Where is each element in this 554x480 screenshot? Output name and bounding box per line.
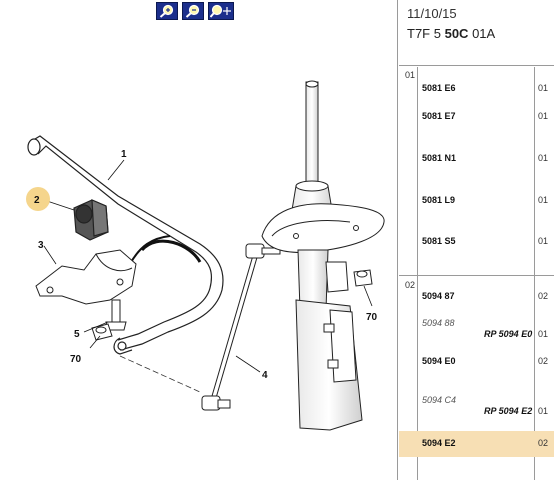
callout-4[interactable]: 4: [262, 370, 268, 381]
catalog-date: 11/10/15: [407, 6, 457, 21]
zoom-toolbar: [156, 2, 234, 22]
table-row[interactable]: 5081 N1 01: [399, 149, 554, 169]
code-prefix: T7F 5: [407, 26, 441, 41]
table-row[interactable]: 5094 87 02: [399, 287, 554, 307]
part-ref: 5081 N1: [422, 153, 457, 163]
magnifier-plus-icon: [159, 4, 174, 18]
table-row[interactable]: RP 5094 E2 01: [399, 402, 554, 422]
parts-table: 01 5081 E6 01 5081 E7 01 5081 N1 01 5081…: [399, 67, 554, 480]
bushing: [73, 199, 109, 241]
diagram-pane: 1 2 3 5 70 4 70: [26, 0, 398, 480]
callout-2[interactable]: 2: [34, 195, 40, 206]
bar-bend-mark: [140, 239, 202, 263]
part-qty: 01: [538, 83, 549, 93]
part-ref: 5094 C4: [422, 395, 457, 405]
replacement-ref: RP 5094 E2: [484, 406, 533, 416]
column-divider-right: [534, 67, 535, 480]
table-row[interactable]: 5094 88: [399, 314, 554, 334]
parts-diagram: 1 2 3 5 70 4 70: [26, 80, 385, 431]
callout-5[interactable]: 5: [74, 329, 80, 340]
part-ref: 5094 E2: [422, 438, 456, 448]
part-qty: 01: [538, 153, 549, 163]
anti-roll-bar: [27, 135, 224, 355]
mounting-bracket: [35, 249, 137, 305]
table-row[interactable]: 5081 E6 01: [399, 79, 554, 99]
table-row[interactable]: 5081 L9 01: [399, 191, 554, 211]
part-qty: 01: [538, 329, 549, 339]
group-divider: [399, 275, 554, 276]
part-qty: 02: [538, 356, 549, 366]
strut-assembly: [261, 80, 385, 431]
part-qty: 01: [538, 236, 549, 246]
info-header: 11/10/15 T7F 5 50C 01A: [399, 0, 554, 66]
group-header-02: 02: [399, 277, 554, 297]
part-ref: 5094 88: [422, 318, 455, 328]
part-ref: 5081 E6: [422, 83, 456, 93]
part-ref: 5094 E0: [422, 356, 456, 366]
part-ref: 5094 87: [422, 291, 455, 301]
parts-info-pane: 11/10/15 T7F 5 50C 01A 01 5081 E6 01 508…: [399, 0, 554, 480]
table-row[interactable]: RP 5094 E0 01: [399, 325, 554, 345]
table-row-selected[interactable]: 5094 E2 02: [399, 431, 554, 457]
group-header-01: 01: [399, 67, 554, 87]
callout-70-left[interactable]: 70: [70, 354, 82, 365]
column-divider-left: [417, 67, 418, 480]
zoom-in-button[interactable]: [156, 2, 178, 20]
part-qty: 01: [538, 195, 549, 205]
part-qty: 02: [538, 438, 549, 448]
part-qty: 02: [538, 291, 549, 301]
table-row[interactable]: 5094 C4: [399, 391, 554, 411]
zoom-move-button[interactable]: [208, 2, 234, 20]
code-suffix: 01A: [472, 26, 496, 41]
magnifier-move-icon: [210, 4, 231, 18]
callout-3[interactable]: 3: [38, 240, 44, 251]
nut-right: [353, 269, 373, 287]
group-id: 01: [405, 70, 416, 80]
table-row[interactable]: 5081 S5 01: [399, 232, 554, 252]
code-bold: 50C: [444, 26, 469, 41]
part-qty: 01: [538, 406, 549, 416]
part-ref: 5081 L9: [422, 195, 456, 205]
table-row[interactable]: 5081 E7 01: [399, 107, 554, 127]
callout-2-highlight: [26, 187, 50, 211]
part-ref: 5081 E7: [422, 111, 456, 121]
zoom-out-button[interactable]: [182, 2, 204, 20]
part-ref: 5081 S5: [422, 236, 456, 246]
callout-70-right[interactable]: 70: [366, 312, 378, 323]
magnifier-minus-icon: [185, 4, 200, 18]
catalog-code: T7F 5 50C 01A: [407, 25, 554, 43]
part-qty: 01: [538, 111, 549, 121]
callout-1[interactable]: 1: [121, 149, 127, 160]
replacement-ref: RP 5094 E0: [484, 329, 533, 339]
table-row[interactable]: 5094 E0 02: [399, 352, 554, 372]
link-rod: [201, 243, 281, 411]
nut-left: [91, 323, 113, 341]
group-id: 02: [405, 280, 416, 290]
